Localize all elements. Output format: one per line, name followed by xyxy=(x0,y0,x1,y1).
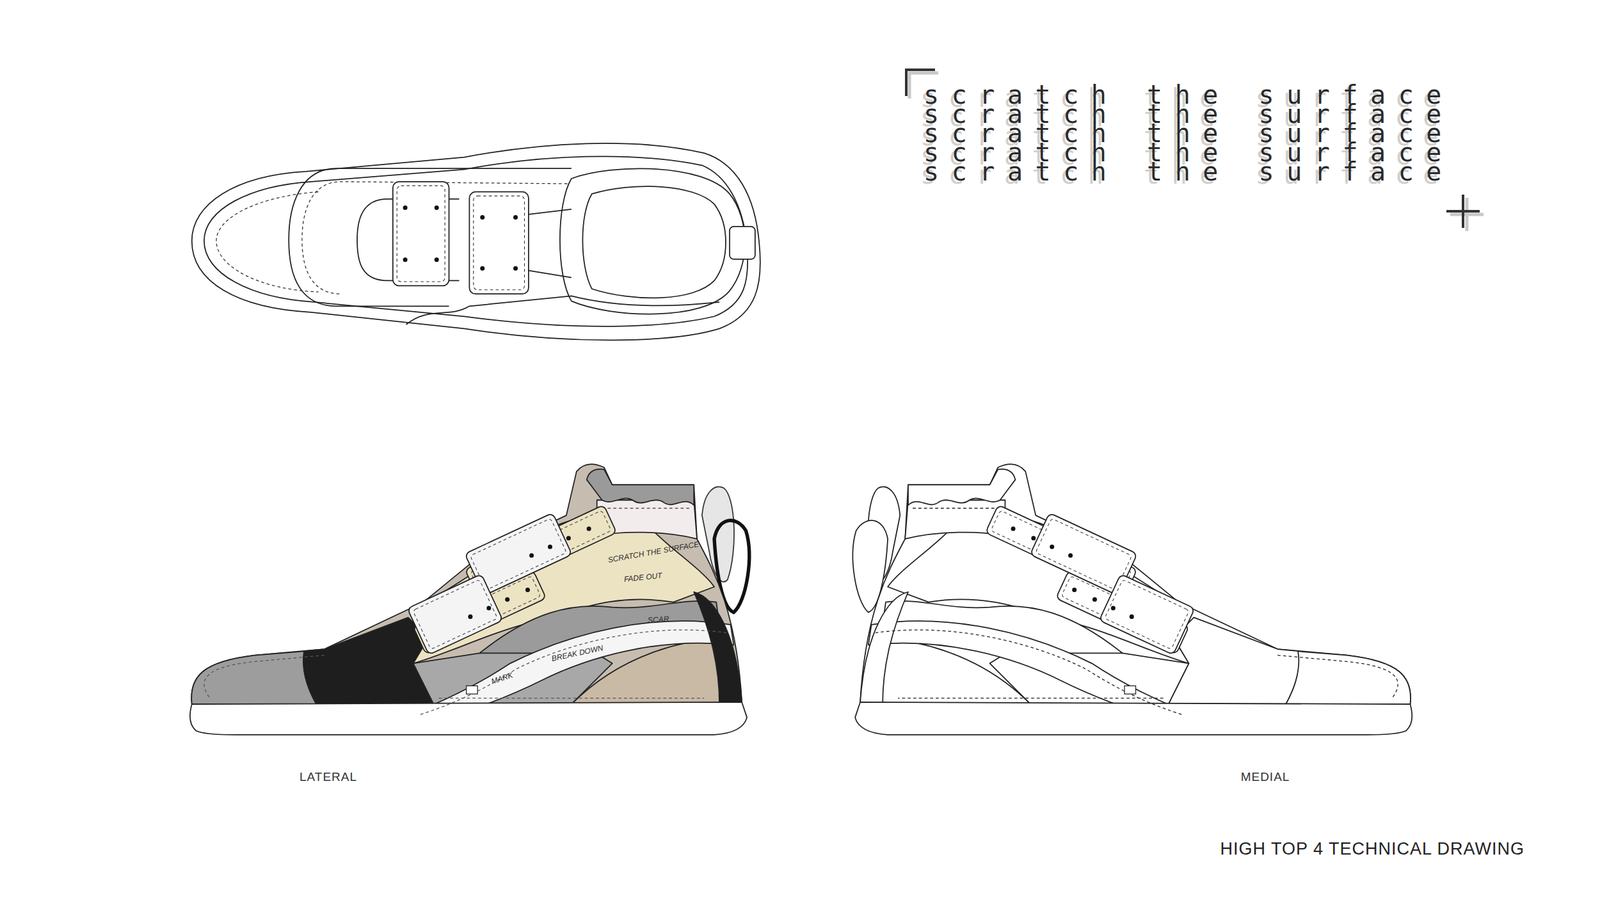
strap-shape xyxy=(985,504,1138,598)
top-outline xyxy=(406,295,720,325)
strap-hole xyxy=(513,215,518,220)
graffiti-print: SCRATCH THE SURFACE xyxy=(607,539,700,565)
stitch-line xyxy=(439,697,705,699)
strap-hole xyxy=(547,544,553,550)
stitch-line xyxy=(473,195,525,290)
upper-panel xyxy=(860,464,1411,704)
caption-text: HIGH TOP 4 TECHNICAL DRAWING xyxy=(1219,839,1525,859)
strap-shape xyxy=(407,574,503,655)
strap-shape xyxy=(1098,574,1195,655)
logo-tab xyxy=(1124,685,1136,694)
upper-panel xyxy=(303,617,434,705)
medial-shoe xyxy=(853,464,1413,735)
stitch-line xyxy=(1104,579,1190,649)
velcro-strap xyxy=(1098,574,1195,655)
strap-hole xyxy=(434,257,440,262)
upper-panel xyxy=(855,702,1412,735)
strap-hole xyxy=(403,257,408,262)
heel-tab xyxy=(729,226,756,260)
upper-panel xyxy=(191,650,317,704)
upper-panel xyxy=(1285,650,1411,704)
strap-hole xyxy=(1011,526,1016,531)
stitch-line xyxy=(897,697,1164,699)
stitch-line xyxy=(1277,655,1398,697)
strap-hole xyxy=(434,205,440,210)
strap-shape xyxy=(392,181,450,287)
strap-hole xyxy=(1129,614,1135,619)
top-outline xyxy=(582,186,726,298)
velcro-strap xyxy=(407,574,503,655)
velcro-strap xyxy=(465,504,617,598)
strap-hole xyxy=(480,215,485,220)
strap-hole xyxy=(586,526,592,531)
strap-hole xyxy=(1031,535,1036,541)
plus-mark xyxy=(1446,194,1480,228)
stitch-line xyxy=(204,655,325,697)
top-outline xyxy=(288,168,572,306)
repeated-title: scratch the surface xyxy=(923,158,1455,185)
strap-hole xyxy=(1111,605,1116,610)
graffiti-print: MARK xyxy=(490,670,514,687)
strap-hole xyxy=(513,266,518,271)
strap-hole xyxy=(480,266,485,271)
graffiti-print: SCAR xyxy=(647,614,670,625)
stitch-line xyxy=(420,629,727,715)
stitch-line xyxy=(396,185,445,282)
strap-band xyxy=(528,209,572,278)
stitch-line xyxy=(470,518,568,591)
view-label: LATERAL xyxy=(299,769,358,784)
upper-panel xyxy=(693,592,742,704)
top-outline xyxy=(560,168,745,314)
graffiti-print: BREAK DOWN xyxy=(551,643,605,664)
view-label: MEDIAL xyxy=(1240,769,1291,784)
drawing-group xyxy=(190,143,1412,735)
strap-shape xyxy=(469,192,528,294)
upper-panel xyxy=(191,464,742,704)
stitch-line xyxy=(1035,518,1133,591)
lateral-shoe xyxy=(190,464,750,735)
stitch-line xyxy=(875,629,1182,715)
top-view-shoe xyxy=(192,143,761,340)
upper-panel xyxy=(908,469,1016,505)
logo-tab xyxy=(466,685,479,694)
strap-hole xyxy=(566,535,571,541)
strap-hole xyxy=(403,205,408,210)
graffiti-print: FADE OUT xyxy=(623,570,663,584)
strap-shape xyxy=(465,504,617,598)
velcro-strap xyxy=(985,504,1138,598)
strap-hole xyxy=(467,614,473,619)
top-outline xyxy=(192,143,761,340)
strap-hole xyxy=(1092,597,1097,602)
upper-panel xyxy=(860,592,909,704)
stitch-line xyxy=(912,507,1000,509)
top-outline xyxy=(204,156,748,326)
upper-panel xyxy=(586,469,694,505)
strap-hole xyxy=(1068,552,1073,558)
stitch-line xyxy=(412,579,498,649)
upper-panel xyxy=(1168,617,1300,705)
upper-panel xyxy=(190,702,747,735)
stitch-line xyxy=(216,192,319,292)
stitch-line xyxy=(602,507,690,509)
strap-hole xyxy=(529,552,534,558)
strap-hole xyxy=(1049,544,1055,550)
strap-hole xyxy=(504,597,510,602)
strap-hole xyxy=(1072,587,1077,592)
stitch-line xyxy=(302,181,568,294)
strap-hole xyxy=(486,605,491,610)
strap-hole xyxy=(525,587,530,592)
plus-mark-shadow xyxy=(1450,197,1484,232)
